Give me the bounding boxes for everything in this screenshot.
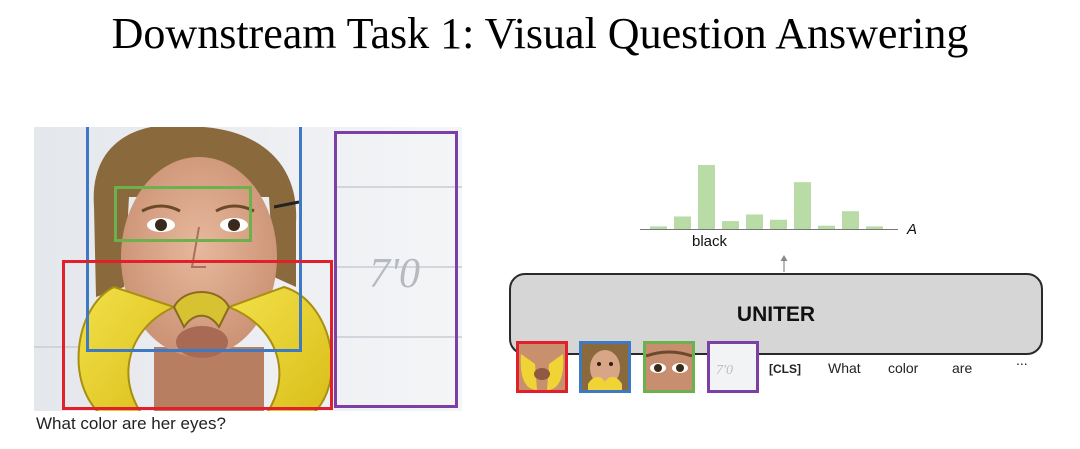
answer-bar [674,216,691,229]
answer-bar [746,214,763,229]
region-box-blue [86,127,302,352]
region-box-green [114,186,252,242]
answer-label: black [692,233,728,250]
uniter-label: UNITER [736,303,816,326]
answer-bar [866,226,883,229]
token-what: What [828,360,861,376]
question-caption: What color are her eyes? [36,414,226,433]
handwriting-text: 7'0 [369,251,420,297]
region-thumbnail-purple: 7'0 [707,341,759,393]
answer-bar [770,219,787,229]
answer-bar [818,225,835,229]
region-box-purple [334,131,458,408]
region-thumbnail-red [516,341,568,393]
handwriting-thumb-text: 7'0 [716,363,733,378]
answer-axis-label: A [907,221,918,238]
answer-bar [650,226,667,229]
slide-title: Downstream Task 1: Visual Question Answe… [111,9,969,58]
token-are: are [952,360,973,376]
answer-bar [794,182,811,229]
region-box-red [62,260,333,410]
region-thumbnail-blue [579,341,631,393]
answer-bar [842,211,859,229]
answer-bar [722,221,739,229]
region-thumbnail-green [643,341,695,393]
output-arrow [780,255,788,272]
token-cls: [CLS] [769,362,801,376]
question-image: 7'0 [34,127,462,411]
token-ellipsis: ... [1016,352,1028,368]
token-color: color [888,360,919,376]
answer-bar [698,164,715,229]
face-photo: 7'0 [34,127,462,411]
